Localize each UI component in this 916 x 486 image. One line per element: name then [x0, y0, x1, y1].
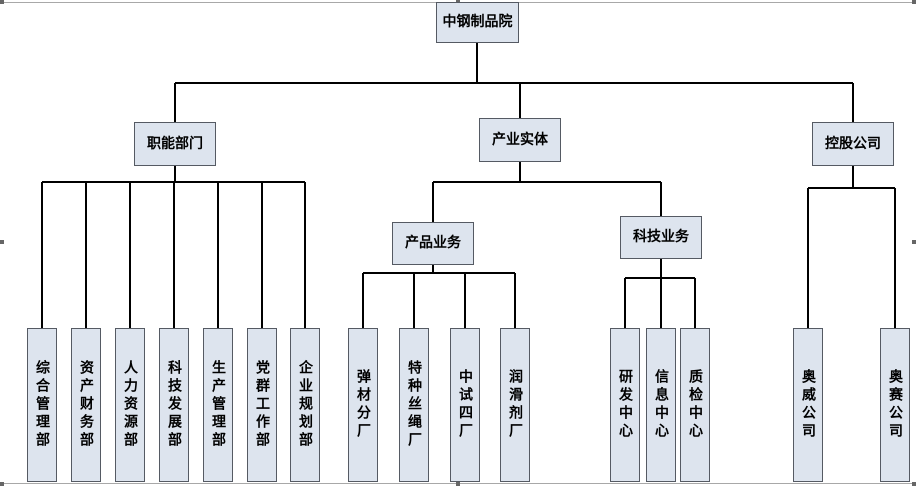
unit-node[interactable]: 奥威公司 — [793, 328, 823, 482]
unit-node[interactable]: 奥赛公司 — [880, 328, 910, 482]
industrial-entities-node[interactable]: 产业实体 — [479, 118, 561, 162]
functional-departments-node[interactable]: 职能部门 — [134, 122, 216, 166]
resize-handle[interactable] — [0, 240, 4, 244]
resize-handle[interactable] — [0, 0, 4, 4]
unit-node[interactable]: 质检中心 — [680, 328, 710, 482]
unit-node[interactable]: 资产财务部 — [71, 328, 101, 482]
resize-handle[interactable] — [912, 240, 916, 244]
unit-node[interactable]: 综合管理部 — [27, 328, 57, 482]
unit-node[interactable]: 科技发展部 — [159, 328, 189, 482]
unit-node[interactable]: 特种丝绳厂 — [399, 328, 429, 482]
holding-companies-node[interactable]: 控股公司 — [812, 122, 894, 166]
unit-node[interactable]: 润滑剂厂 — [500, 328, 530, 482]
unit-node[interactable]: 研发中心 — [610, 328, 640, 482]
product-business-node[interactable]: 产品业务 — [392, 222, 474, 265]
unit-node[interactable]: 人力资源部 — [115, 328, 145, 482]
unit-node[interactable]: 党群工作部 — [247, 328, 277, 482]
unit-node[interactable]: 弹材分厂 — [348, 328, 378, 482]
resize-handle[interactable] — [912, 482, 916, 486]
resize-handle[interactable] — [456, 482, 460, 486]
unit-node[interactable]: 信息中心 — [646, 328, 676, 482]
root-node[interactable]: 中钢制品院 — [436, 2, 519, 43]
unit-node[interactable]: 企业规划部 — [290, 328, 320, 482]
resize-handle[interactable] — [912, 0, 916, 4]
unit-node[interactable]: 中试四厂 — [450, 328, 480, 482]
unit-node[interactable]: 生产管理部 — [203, 328, 233, 482]
tech-business-node[interactable]: 科技业务 — [620, 216, 702, 259]
resize-handle[interactable] — [0, 482, 4, 486]
